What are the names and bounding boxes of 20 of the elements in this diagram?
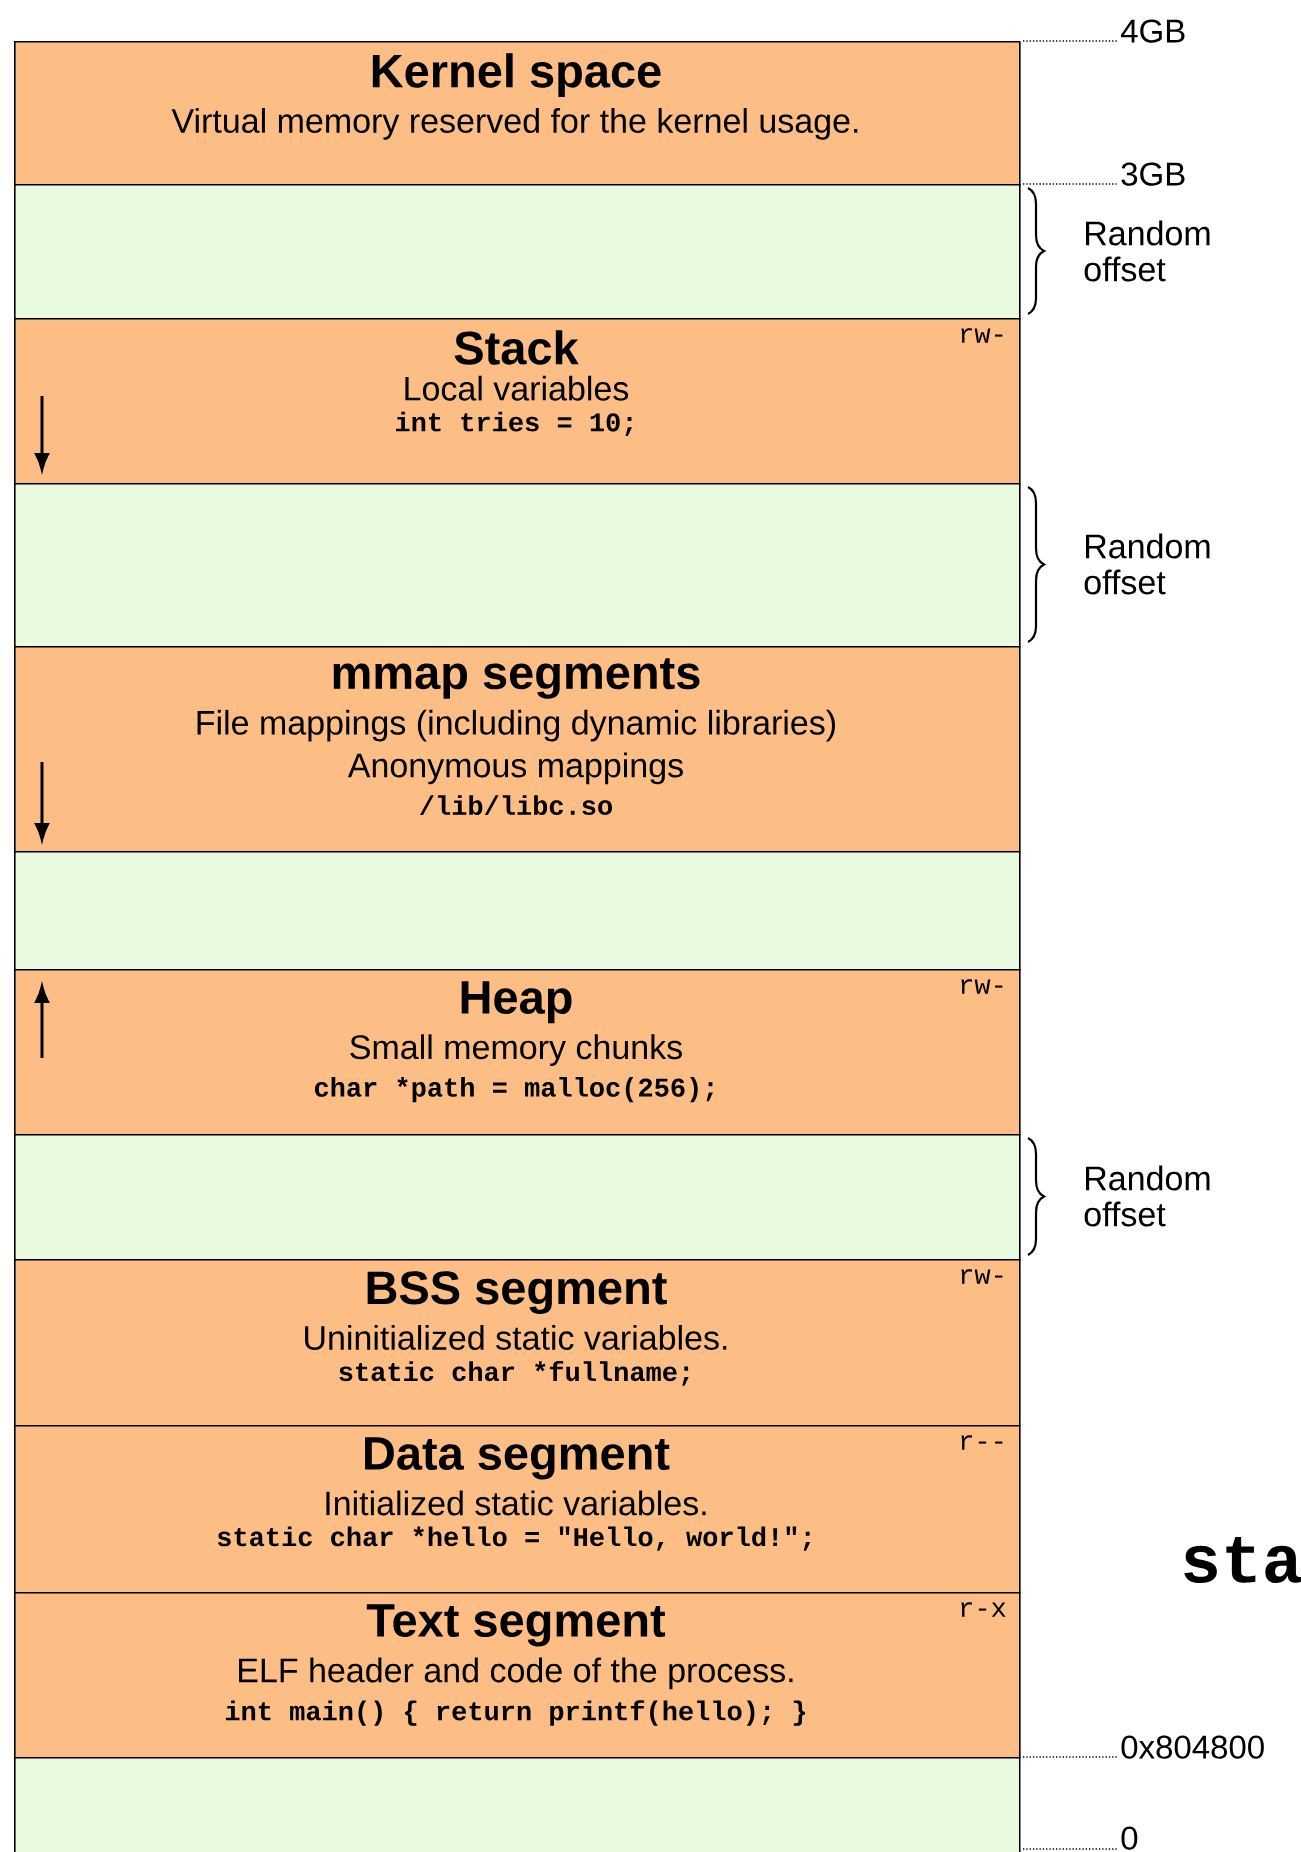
- empty-region: [14, 1134, 1021, 1261]
- address-label: 3GB: [1121, 162, 1185, 186]
- empty-region: [14, 184, 1021, 320]
- address-label: 0: [1121, 1826, 1138, 1850]
- offset-label: Random offset: [1084, 220, 1210, 282]
- address-label: 0x804800: [1121, 1735, 1264, 1759]
- empty-region: [14, 1757, 1021, 1852]
- memory-segment: Heap Small memory chunks char *path = malloc(256); rw-: [14, 969, 1021, 1136]
- empty-region: [14, 851, 1021, 971]
- empty-region: [14, 483, 1021, 648]
- memory-segment: Text segment ELF header and code of the process. int main() { return printf(hello); } r-x: [14, 1592, 1021, 1759]
- memory-segment: BSS segment Uninitialized static variables. static char *fullname; rw-: [14, 1259, 1021, 1427]
- fragment-text: sta: [1184, 1537, 1301, 1583]
- memory-segment: Stack Local variables int tries = 10; rw-: [14, 318, 1021, 485]
- offset-label: Random offset: [1084, 533, 1210, 595]
- address-label: 4GB: [1120, 19, 1185, 43]
- memory-segment: mmap segments File mappings (including dynamic libraries) Anonymous mappings /lib/libc.so: [14, 646, 1021, 853]
- offset-label: Random offset: [1084, 1165, 1210, 1227]
- memory-segment: Data segment Initialized static variables. static char *hello = "Hello, world!"; r--: [14, 1425, 1021, 1594]
- memory-segment: Kernel space Virtual memory reserved for the kernel usage.: [14, 41, 1021, 186]
